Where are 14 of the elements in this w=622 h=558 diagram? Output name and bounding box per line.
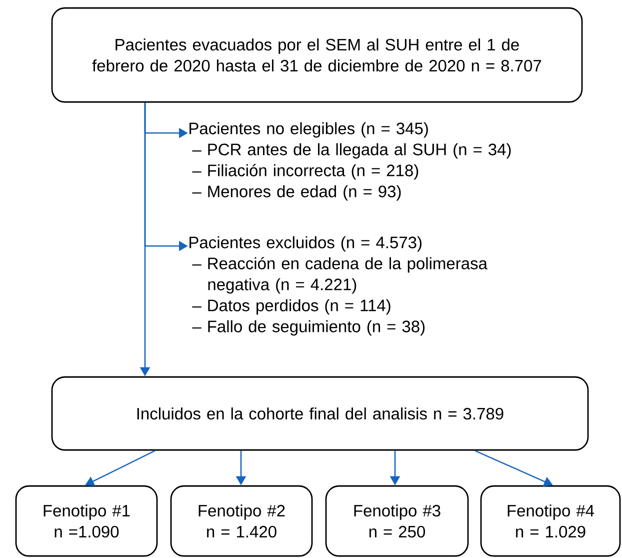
list-item: – Menores de edad (n = 93) [192,185,401,201]
flow-box: Fenotipo #1 n =1.090 [15,485,158,557]
list-heading: Pacientes excluidos (n = 4.573) [190,236,422,252]
flow-box: Fenotipo #3 n = 250 [325,485,469,557]
flow-box: Fenotipo #4 n = 1.029 [480,485,621,557]
flow-box: Fenotipo #2 n = 1.420 [170,485,313,557]
flow-box: Pacientes evacuados por el SEM al SUH entre el 1 de febrero de 2020 hasta el 31 de diciembre de 2020 n = 8.707 [51,7,583,103]
flow-box: Incluidos en la cohorte final del analisis n = 3.789 [51,376,589,451]
list-item: – Filiación incorrecta (n = 218) [192,164,418,180]
list-item: – PCR antes de la llegada al SUH (n = 34) [192,143,511,159]
list-heading: Pacientes no elegibles (n = 345) [190,122,428,138]
list-item: – Reacción en cadena de la polimerasa negativa (n = 4.221) [192,257,488,294]
list-item: – Fallo de seguimiento (n = 38) [192,320,425,336]
list-item: – Datos perdidos (n = 114) [192,299,390,315]
